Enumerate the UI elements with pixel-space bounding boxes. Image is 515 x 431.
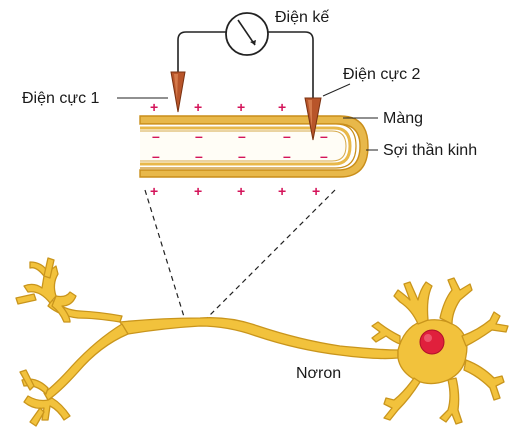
electrode-2-leader bbox=[323, 84, 350, 96]
plus-sign: + bbox=[194, 183, 202, 199]
meter-label: Điện kế bbox=[275, 9, 329, 26]
minus-sign: – bbox=[195, 128, 203, 144]
minus-sign: – bbox=[320, 148, 328, 164]
nerve-fiber-label: Sợi thần kinh bbox=[383, 142, 477, 159]
electrode-1-label: Điện cực 1 bbox=[22, 90, 100, 107]
outside-charges-top: + + + + bbox=[150, 99, 286, 115]
electrode-2-label: Điện cực 2 bbox=[343, 66, 421, 83]
plus-sign: + bbox=[237, 183, 245, 199]
galvanometer-icon bbox=[226, 13, 268, 55]
zoom-lines bbox=[145, 190, 335, 320]
electrode-1-icon bbox=[171, 72, 185, 112]
plus-sign: + bbox=[150, 99, 158, 115]
minus-sign: – bbox=[195, 148, 203, 164]
plus-sign: + bbox=[150, 183, 158, 199]
minus-sign: – bbox=[152, 128, 160, 144]
minus-sign: – bbox=[283, 148, 291, 164]
nerve-fiber-segment bbox=[140, 116, 368, 177]
plus-sign: + bbox=[194, 99, 202, 115]
plus-sign: + bbox=[312, 183, 320, 199]
minus-sign: – bbox=[238, 128, 246, 144]
plus-sign: + bbox=[237, 99, 245, 115]
minus-sign: – bbox=[152, 148, 160, 164]
minus-sign: – bbox=[283, 128, 291, 144]
axon bbox=[120, 318, 398, 359]
plus-sign: + bbox=[278, 183, 286, 199]
minus-sign: – bbox=[238, 148, 246, 164]
nucleus bbox=[420, 330, 444, 354]
plus-sign: + bbox=[278, 99, 286, 115]
outside-charges-bottom: + + + + + bbox=[150, 183, 320, 199]
minus-sign: – bbox=[320, 128, 328, 144]
membrane-label: Màng bbox=[383, 110, 423, 127]
neuron-label: Nơron bbox=[296, 365, 341, 382]
